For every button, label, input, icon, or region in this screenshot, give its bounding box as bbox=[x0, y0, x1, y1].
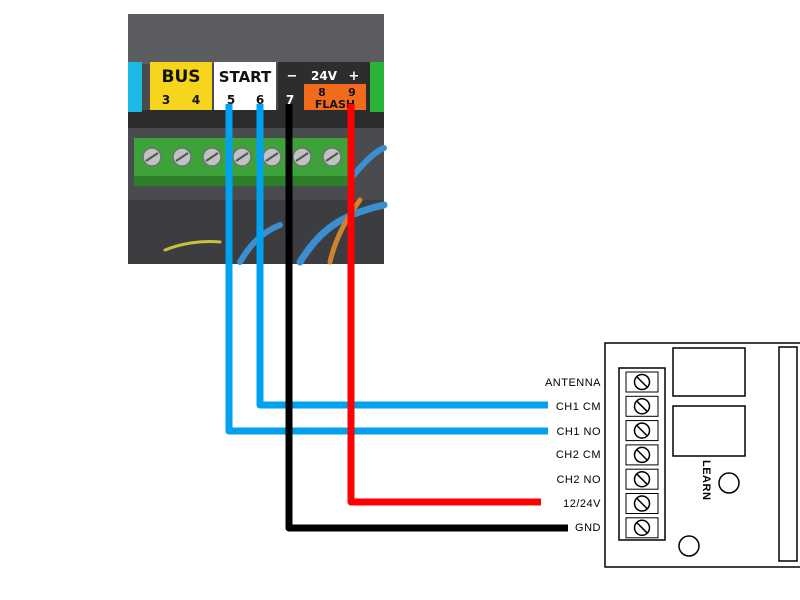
relay-1 bbox=[672, 347, 746, 397]
terminal-labels: ANTENNA CH1 CM CH1 NO CH2 CM CH2 NO 12/2… bbox=[545, 377, 601, 534]
terminal-screw-icon bbox=[322, 147, 342, 167]
terminal-block bbox=[134, 138, 354, 186]
power-label-block: − 24V + 7 8 9 FLASH bbox=[278, 62, 370, 111]
screw-terminal-icon bbox=[625, 468, 659, 490]
power-plus: + bbox=[349, 69, 360, 84]
screw-terminal-icon bbox=[625, 420, 659, 442]
screw-terminal-icon bbox=[625, 371, 659, 393]
receiver-terminals bbox=[625, 371, 659, 539]
relay-2 bbox=[672, 405, 746, 457]
label-gnd: GND bbox=[575, 522, 601, 534]
flash-pin-9: 9 bbox=[348, 86, 356, 99]
pin-7: 7 bbox=[286, 93, 294, 107]
start-pin-5: 5 bbox=[227, 93, 235, 107]
start-label-block: START 5 6 bbox=[214, 62, 276, 110]
green-accent bbox=[370, 62, 384, 112]
flash-label: FLASH bbox=[315, 98, 355, 111]
power-label: 24V bbox=[311, 69, 338, 83]
learn-button[interactable] bbox=[718, 472, 740, 494]
bus-pin-4: 4 bbox=[192, 93, 200, 107]
power-minus: − bbox=[287, 69, 298, 84]
bus-label-block: BUS 3 4 bbox=[150, 62, 212, 110]
terminal-screw-icon bbox=[292, 147, 312, 167]
antenna-strip bbox=[778, 346, 798, 562]
start-pin-6: 6 bbox=[256, 93, 264, 107]
screw-terminal-icon bbox=[625, 493, 659, 514]
terminal-screw-icon bbox=[202, 147, 222, 167]
cyan-accent bbox=[128, 62, 142, 112]
screw-terminal-icon bbox=[625, 517, 659, 539]
receiver-module: LEARN bbox=[604, 342, 800, 568]
terminal-screw-icon bbox=[172, 147, 192, 167]
wire-pin6-ch1-cm bbox=[256, 104, 548, 409]
wire-pin5-ch1-no bbox=[225, 104, 548, 435]
terminal-screw-icon bbox=[142, 147, 162, 167]
label-antenna: ANTENNA bbox=[545, 377, 601, 389]
screw-terminal-icon bbox=[625, 444, 659, 466]
label-ch2-cm: CH2 CM bbox=[556, 449, 601, 461]
wires bbox=[225, 104, 568, 532]
label-ch2-no: CH2 NO bbox=[556, 474, 601, 486]
wire-pin7-gnd bbox=[285, 104, 568, 532]
terminal-screw-icon bbox=[232, 147, 252, 167]
label-ch1-no: CH1 NO bbox=[556, 426, 601, 438]
terminal-screws bbox=[142, 147, 342, 167]
control-board-photo: BUS 3 4 START 5 6 − 24V + 7 8 9 FLASH bbox=[128, 14, 388, 266]
label-12-24v: 12/24V bbox=[563, 498, 601, 510]
terminal-screw-icon bbox=[262, 147, 282, 167]
flash-pin-8: 8 bbox=[318, 86, 326, 99]
bus-label: BUS bbox=[161, 67, 200, 87]
status-led bbox=[678, 535, 700, 557]
label-ch1-cm: CH1 CM bbox=[556, 401, 601, 413]
screw-terminal-icon bbox=[625, 395, 659, 417]
bus-pin-3: 3 bbox=[162, 93, 170, 107]
flash-label-block bbox=[304, 84, 366, 110]
start-label: START bbox=[219, 68, 272, 86]
wire-pin9-12-24v bbox=[347, 104, 541, 506]
learn-label: LEARN bbox=[700, 460, 712, 500]
